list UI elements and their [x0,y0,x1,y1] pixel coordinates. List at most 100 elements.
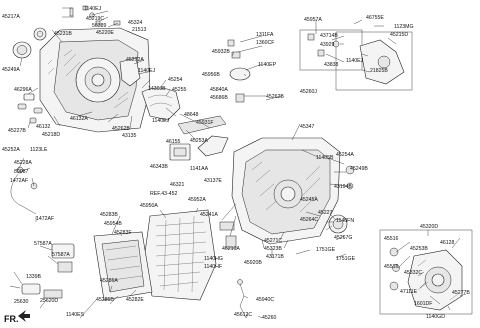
label-43194B: 43194B [334,184,352,190]
label-43137E: 43137E [204,178,222,184]
label-45228A: 45228A [14,160,32,166]
label-45686B: 45686B [210,95,228,101]
label-1123MG: 1123MG [394,24,414,30]
label-45215D: 45215D [390,32,408,38]
label-46210A: 46210A [222,246,240,252]
label-45277B: 45277B [452,290,470,296]
label-45218D: 45218D [42,132,60,138]
side-cover [407,249,463,311]
label-43929: 43929 [320,42,335,48]
label-45253A: 45253A [190,138,208,144]
part-labels: 45217A 1140EJ 45219C 56389 45220E 45324 … [2,6,470,324]
label-45220E: 45220E [96,30,114,36]
label-1339B: 1339B [26,274,42,280]
label-1140ES: 1140ES [66,312,85,318]
label-1140GD: 1140GD [426,314,445,320]
label-45253B: 45253B [410,246,428,252]
label-43171B: 43171B [266,254,284,260]
label-1472AF-a: 1472AF [10,178,28,184]
label-46755E: 46755E [366,15,384,21]
front-indicator: FR. [4,314,19,324]
label-45931F: 45931F [196,120,214,126]
label-45840A: 45840A [210,87,228,93]
label-43135: 43135 [122,133,137,139]
label-45283B: 45283B [100,212,118,218]
label-45324: 45324 [128,20,143,26]
label-45286A: 45286A [100,278,118,284]
label-45217A: 45217A [2,14,20,20]
label-45272A: 45272A [126,57,144,63]
label-25620D: 25620D [40,298,58,304]
manual-valve-lever [359,39,405,85]
label-43714B: 43714B [320,33,338,39]
label-1140EJ-mid: 1140EJ [138,68,156,74]
label-45262B-right: 45262B [266,94,284,100]
label-45282E: 45282E [126,297,144,303]
label-21513: 21513 [132,27,147,33]
label-45347: 45347 [300,124,315,130]
label-45260J: 45260J [300,89,317,95]
label-45612C: 45612C [234,312,252,318]
label-1601DF: 1601DF [414,301,432,307]
oil-seal [33,27,47,41]
label-45264C: 45264C [300,217,318,223]
label-45241A: 45241A [200,212,218,218]
label-1140EJ-lower: 1140EJ [152,118,170,124]
label-45219C: 45219C [86,16,104,22]
label-1472AF-b: 1472AF [36,216,54,222]
oil-filter [51,243,75,273]
heat-shield [141,87,181,121]
label-46155: 46155 [166,139,181,145]
label-45332C: 45332C [404,270,422,276]
adapter-plug [345,165,355,190]
label-45249A: 45249A [2,67,20,73]
leader-lines [9,7,467,319]
sensor [21,283,63,299]
label-45227B: 45227B [8,128,26,134]
label-45920B: 45920B [244,260,262,266]
label-45254A: 45254A [336,152,354,158]
label-1430JB: 1430JB [148,86,166,92]
label-1140HG: 1140HG [204,256,223,262]
label-45952A: 45952A [188,197,206,203]
label-1141AA: 1141AA [190,166,209,172]
label-45932B: 45932B [212,49,230,55]
plug-assembly [307,33,340,57]
label-ref-43-452: REF.43-452 [150,191,178,197]
label-45320D: 45320D [420,224,438,230]
label-25630: 25630 [14,299,29,305]
label-45956B: 45956B [202,72,220,78]
label-45249B: 45249B [350,166,368,172]
label-45516-b: 45516 [384,264,399,270]
speed-sensor [227,39,251,81]
label-1140HF: 1140HF [204,264,222,270]
label-11405B: 11405B [316,155,334,161]
label-45940C: 45940C [256,297,274,303]
solenoid-block [169,143,191,161]
label-45255: 45255 [172,87,187,93]
label-21825B: 21825B [370,68,388,74]
converter-housing [231,137,341,245]
oil-pan [93,231,153,301]
label-1123LE: 1123LE [30,147,48,153]
label-1140EP: 1140EP [258,62,277,68]
label-1311FA: 1311FA [256,32,274,38]
label-45262B-left: 45262B [112,126,130,132]
label-57587A-b: 57587A [52,252,70,258]
valve-body [143,209,217,301]
label-1751GE-a: 1751GE [316,247,336,253]
label-45267G: 45267G [334,235,352,241]
label-45323B: 45323B [264,246,282,252]
label-1140EJ-top: 1140EJ [84,6,102,12]
oil-level-gauge [237,279,247,319]
label-56389: 56389 [92,23,107,29]
label-45227: 45227 [318,210,333,216]
label-46321: 46321 [170,182,185,188]
seal-ring [12,41,32,59]
label-46128: 46128 [440,240,455,246]
label-45950A: 45950A [140,203,158,209]
label-45254: 45254 [168,77,183,83]
label-45957A: 45957A [304,17,322,23]
label-45285B: 45285B [96,297,114,303]
